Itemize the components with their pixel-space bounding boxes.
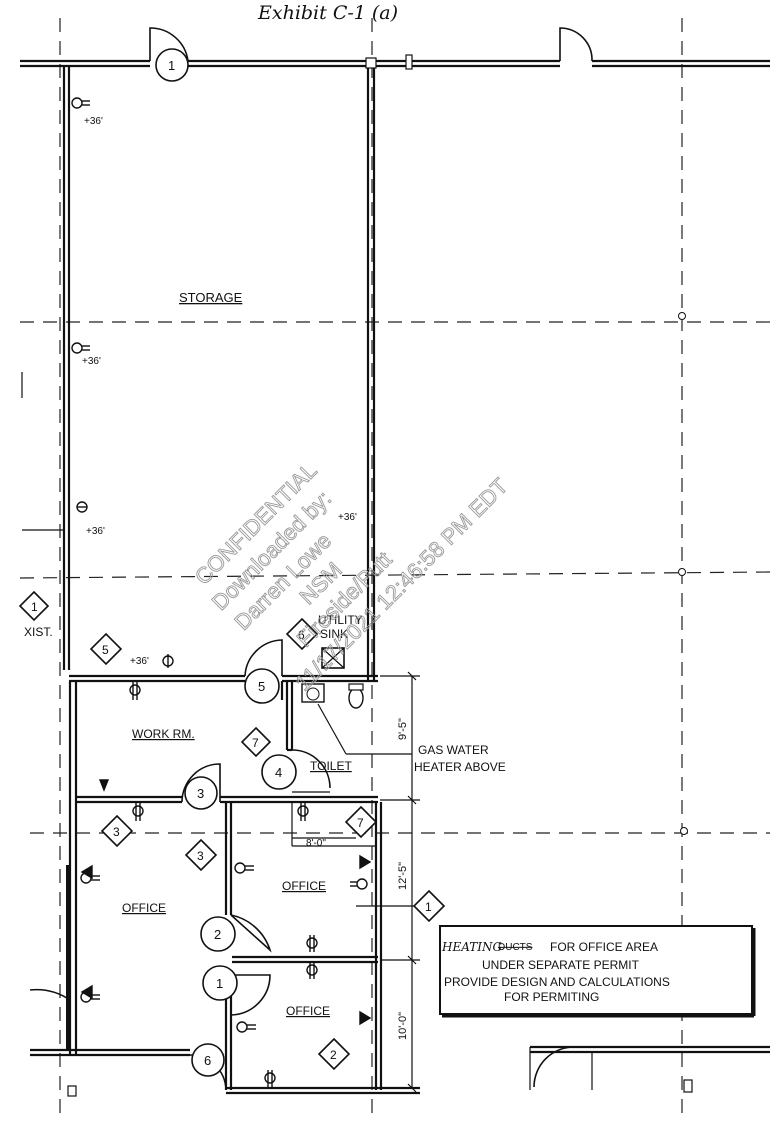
outlet-height-4: +36' [130, 656, 149, 667]
outlet-workrm-2 [132, 803, 144, 821]
heating-note-line4: FOR PERMITING [504, 990, 599, 1004]
dimension-8-0: 8'-0" [306, 838, 326, 849]
keynote-toilet: 7 [252, 736, 259, 750]
plumbing-fixtures [301, 647, 412, 755]
outlet-office-center-1 [234, 862, 254, 874]
room-label-office-center: OFFICE [282, 879, 326, 893]
exhibit-title: Exhibit C-1 (a) [257, 2, 398, 24]
column-marks [67, 54, 693, 1097]
outlet-storage-2 [71, 342, 90, 354]
door-tags: 1 5 3 4 2 1 6 [155, 48, 297, 1077]
outlet-office-south-3 [264, 1070, 276, 1087]
heating-note-italic: HEATING [441, 940, 502, 954]
room-label-storage: STORAGE [179, 290, 243, 305]
heating-note-line3: PROVIDE DESIGN AND CALCULATIONS [444, 975, 670, 989]
keynote-xist: 1 [31, 600, 38, 614]
door-tag-work-rm: 3 [197, 786, 204, 801]
outlet-height-2: +36' [82, 356, 101, 367]
keynote-dim: 7 [357, 816, 364, 830]
outlet-symbols [71, 97, 372, 1087]
keynote-utility: 6 [298, 628, 305, 642]
keynote-tags: 1 5 6 7 3 3 7 1 2 [18, 590, 446, 1071]
door-tag-top: 1 [168, 58, 175, 73]
outlet-storage-1 [71, 97, 90, 109]
water-heater-fixture [301, 683, 325, 703]
outlet-height-3: +36' [86, 526, 105, 537]
keynote-work-rm: 5 [102, 643, 109, 657]
keynote-east: 1 [425, 900, 432, 914]
door-tag-utility: 5 [258, 679, 265, 694]
outlet-storage-3 [76, 501, 88, 513]
dimension-12-5: 12'-5" [397, 862, 409, 890]
outlet-office-center-3 [306, 935, 318, 952]
keynote-south: 2 [330, 1048, 337, 1062]
outlet-height-1: +36' [84, 116, 103, 127]
walls [20, 59, 770, 1095]
toilet-fixture [348, 687, 364, 709]
dimension-10-0: 10'-0" [397, 1012, 409, 1040]
outlet-office-center-2 [350, 878, 368, 890]
outlet-workrm-3 [297, 803, 309, 821]
room-label-toilet: TOILET [310, 759, 352, 773]
column-grid [19, 18, 771, 1120]
outlet-storage-4 [162, 654, 174, 668]
note-gas-water-heater-2: HEATER ABOVE [414, 760, 506, 774]
room-label-office-south: OFFICE [286, 1004, 330, 1018]
heating-note-line1: FOR OFFICE AREA [550, 940, 658, 954]
dimension-9-5: 9'-5" [397, 718, 409, 740]
note-gas-water-heater-1: GAS WATER [418, 743, 489, 757]
doors [29, 27, 593, 1091]
dimension-lines: 9'-5" 12'-5" 10'-0" 8'-0" [292, 671, 420, 1093]
room-label-office-west: OFFICE [122, 901, 166, 915]
heating-note-box: HEATING DUCTS FOR OFFICE AREA UNDER SEPA… [439, 925, 756, 1018]
keynote-office-west: 3 [113, 825, 120, 839]
door-tag-office-south: 1 [216, 976, 223, 991]
outlet-workrm-1 [129, 682, 141, 700]
phone-jack-symbols [80, 779, 372, 1026]
door-tag-office-center: 2 [214, 927, 221, 942]
note-xist: XIST. [24, 625, 53, 639]
room-label-sink: SINK [320, 627, 348, 641]
heating-note-struck: DUCTS [498, 942, 533, 953]
outlet-height-5: +36' [338, 512, 357, 523]
door-tag-south-exit: 6 [204, 1053, 211, 1068]
room-label-work-rm: WORK RM. [132, 727, 195, 741]
outlet-office-south-2 [236, 1021, 256, 1033]
outlet-office-south-1 [306, 962, 318, 979]
door-tag-toilet: 4 [275, 765, 282, 780]
room-label-utility: UTILITY [318, 613, 363, 627]
keynote-office-center: 3 [197, 849, 204, 863]
heating-note-line2: UNDER SEPARATE PERMIT [482, 958, 640, 972]
confidential-watermark: CONFIDENTIAL Downloaded by: Darren Lowe … [189, 457, 513, 696]
